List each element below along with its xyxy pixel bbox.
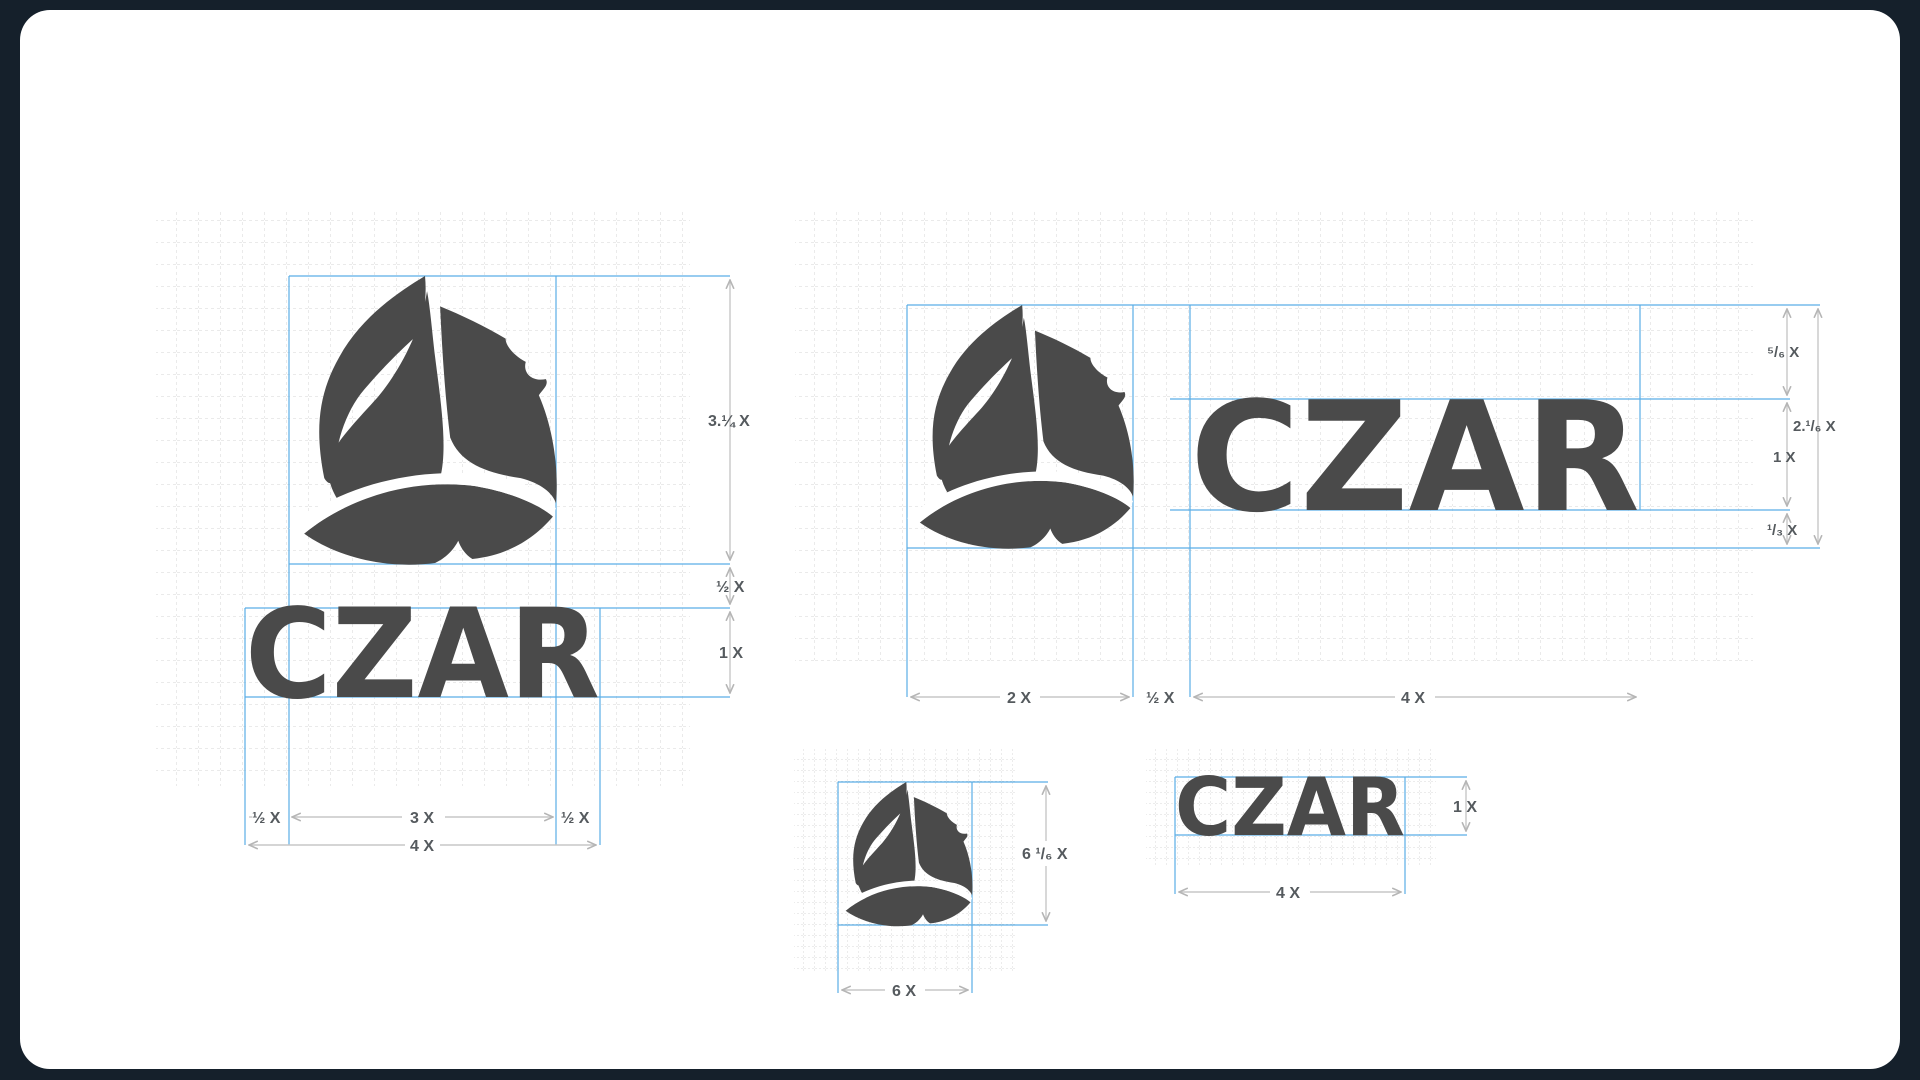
horizontal-layout: CZAR ⁵/₆ X 2.¹/₆ X 1 X ¹/₃ X 2 X ½ X 4 X bbox=[795, 210, 1836, 707]
stacked-wordmark: CZAR bbox=[245, 583, 600, 727]
icon-only-height-label: 6 ¹/₆ X bbox=[1022, 846, 1068, 863]
horizontal-mark-width-label: 2 X bbox=[1007, 690, 1031, 707]
horizontal-guides bbox=[906, 304, 1820, 697]
horizontal-gap-label: ½ X bbox=[1146, 690, 1175, 707]
stacked-wordmark-height-label: 1 X bbox=[719, 645, 743, 662]
horizontal-bottom-offset-label: ¹/₃ X bbox=[1767, 522, 1797, 539]
horizontal-wordmark: CZAR bbox=[1190, 369, 1640, 546]
wordmark-only-height-label: 1 X bbox=[1453, 799, 1477, 816]
canvas: CZAR 3.¼ X ½ X 1 X ½ X 3 X ½ X 4 X bbox=[20, 10, 1900, 1069]
stacked-guides bbox=[244, 275, 730, 845]
stacked-total-width-label: 4 X bbox=[410, 838, 434, 855]
horizontal-total-height-label: 2.¹/₆ X bbox=[1793, 418, 1836, 435]
icon-only-layout: 6 ¹/₆ X 6 X bbox=[794, 749, 1068, 1000]
horizontal-wordmark-width-label: 4 X bbox=[1401, 690, 1425, 707]
wordmark-only-wordmark: CZAR bbox=[1175, 761, 1405, 854]
horizontal-grid bbox=[795, 210, 1753, 662]
wordmark-only-layout: CZAR 1 X 4 X bbox=[1146, 749, 1477, 902]
stacked-mark-height-label: 3.¼ X bbox=[708, 413, 750, 430]
wordmark-only-guides bbox=[1174, 776, 1467, 894]
stacked-mark-width-label: 3 X bbox=[410, 810, 434, 827]
wordmark-only-width-label: 4 X bbox=[1276, 885, 1300, 902]
horizontal-top-offset-label: ⁵/₆ X bbox=[1767, 344, 1799, 361]
icon-only-width-label: 6 X bbox=[892, 983, 916, 1000]
stacked-dimensions bbox=[249, 280, 730, 845]
stacked-gap-label: ½ X bbox=[716, 579, 745, 596]
stacked-left-margin-label: ½ X bbox=[252, 810, 281, 827]
wordmark-only-grid bbox=[1146, 749, 1436, 867]
logo-construction-sheet: CZAR 3.¼ X ½ X 1 X ½ X 3 X ½ X 4 X bbox=[156, 210, 1836, 1000]
horizontal-dimensions bbox=[911, 309, 1818, 697]
stacked-right-margin-label: ½ X bbox=[561, 810, 590, 827]
stacked-layout: CZAR 3.¼ X ½ X 1 X ½ X 3 X ½ X 4 X bbox=[156, 210, 750, 855]
icon-only-dimensions bbox=[842, 786, 1046, 990]
horizontal-wordmark-height-label: 1 X bbox=[1773, 449, 1796, 466]
wordmark-only-dimensions bbox=[1179, 781, 1466, 892]
